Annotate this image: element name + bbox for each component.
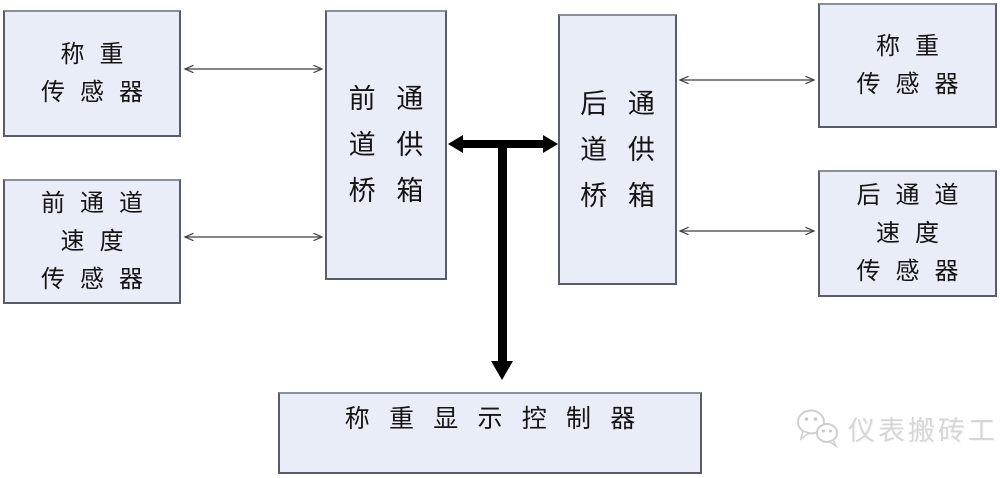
box-label: 传 感 器 [856, 258, 959, 285]
watermark-text: 仪表搬砖工 [848, 415, 998, 446]
box-label: 传 感 器 [41, 79, 143, 106]
thick-arrow-bridge-to-bridge [448, 135, 558, 153]
box-weighing-display-controller: 称 重 显 示 控 制 器 [278, 392, 702, 474]
box-speed-sensor-rear: 后 通 道 速 度 传 感 器 [818, 170, 997, 297]
box-label: 称 重 [876, 33, 939, 60]
wechat-icon [797, 409, 838, 449]
box-label: 桥 箱 [348, 176, 424, 206]
box-weigh-sensor-rear: 称 重 传 感 器 [818, 3, 997, 128]
box-label: 后 通 [580, 88, 655, 119]
watermark: 仪表搬砖工 [794, 406, 998, 450]
box-label: 前 通 [348, 84, 424, 114]
box-label: 速 度 [876, 220, 939, 247]
box-label: 传 感 器 [41, 266, 143, 293]
box-bridge-supply-front: 前 通 道 供 桥 箱 [325, 10, 447, 280]
box-speed-sensor-front: 前 通 道 速 度 传 感 器 [3, 179, 181, 304]
box-label: 桥 箱 [580, 180, 655, 211]
box-weigh-sensor-front: 称 重 传 感 器 [3, 10, 181, 137]
box-bridge-supply-rear: 后 通 道 供 桥 箱 [558, 14, 677, 285]
box-label: 道 供 [348, 130, 424, 160]
box-label: 传 感 器 [856, 71, 959, 98]
thick-arrow-down-to-controller [491, 142, 513, 380]
box-label: 称 重 显 示 控 制 器 [344, 406, 636, 433]
box-label: 道 供 [580, 134, 655, 165]
box-label: 后 通 道 [856, 182, 959, 209]
box-label: 速 度 [60, 228, 124, 255]
box-label: 前 通 道 [41, 190, 143, 217]
box-label: 称 重 [60, 41, 124, 68]
